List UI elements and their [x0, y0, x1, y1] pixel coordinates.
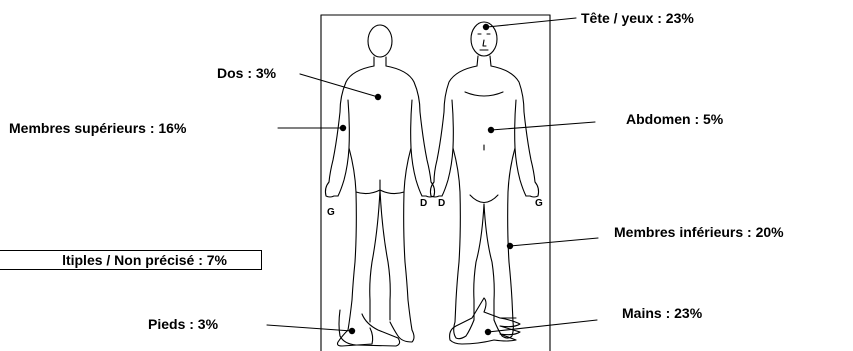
label-tete-yeux: Tête / yeux : 23%	[581, 10, 694, 26]
dos-callout-dot	[375, 94, 381, 100]
label-pieds: Pieds : 3%	[148, 316, 218, 332]
membres-inferieurs-callout-line	[510, 238, 598, 246]
label-multiples-non-precise: ltiples / Non précisé : 7%	[62, 252, 227, 268]
label-dos: Dos : 3%	[217, 65, 276, 81]
side-marker-front-right: D	[438, 199, 445, 209]
label-abdomen: Abdomen : 5%	[626, 111, 723, 127]
label-membres-inferieurs: Membres inférieurs : 20%	[614, 224, 784, 240]
pieds-callout-dot	[349, 328, 355, 334]
membres-inferieurs-callout-dot	[507, 243, 513, 249]
tete-callout-dot	[483, 24, 489, 30]
hand-drawing	[450, 298, 520, 344]
label-mains: Mains : 23%	[622, 305, 702, 321]
dos-callout-line	[300, 74, 378, 97]
side-marker-back-right: D	[420, 199, 427, 209]
tete-callout-line	[487, 18, 576, 27]
multiples-non-precise-box: ltiples / Non précisé : 7%	[0, 250, 262, 270]
abdomen-callout-dot	[488, 127, 494, 133]
side-marker-back-left: G	[327, 208, 335, 218]
front-view-figure	[430, 22, 538, 339]
mains-callout-dot	[485, 329, 491, 335]
back-view-figure	[325, 25, 434, 346]
label-membres-superieurs: Membres supérieurs : 16%	[9, 120, 186, 136]
membres-superieurs-callout-dot	[340, 125, 346, 131]
abdomen-callout-line	[491, 122, 595, 130]
side-marker-front-left: G	[535, 199, 543, 209]
